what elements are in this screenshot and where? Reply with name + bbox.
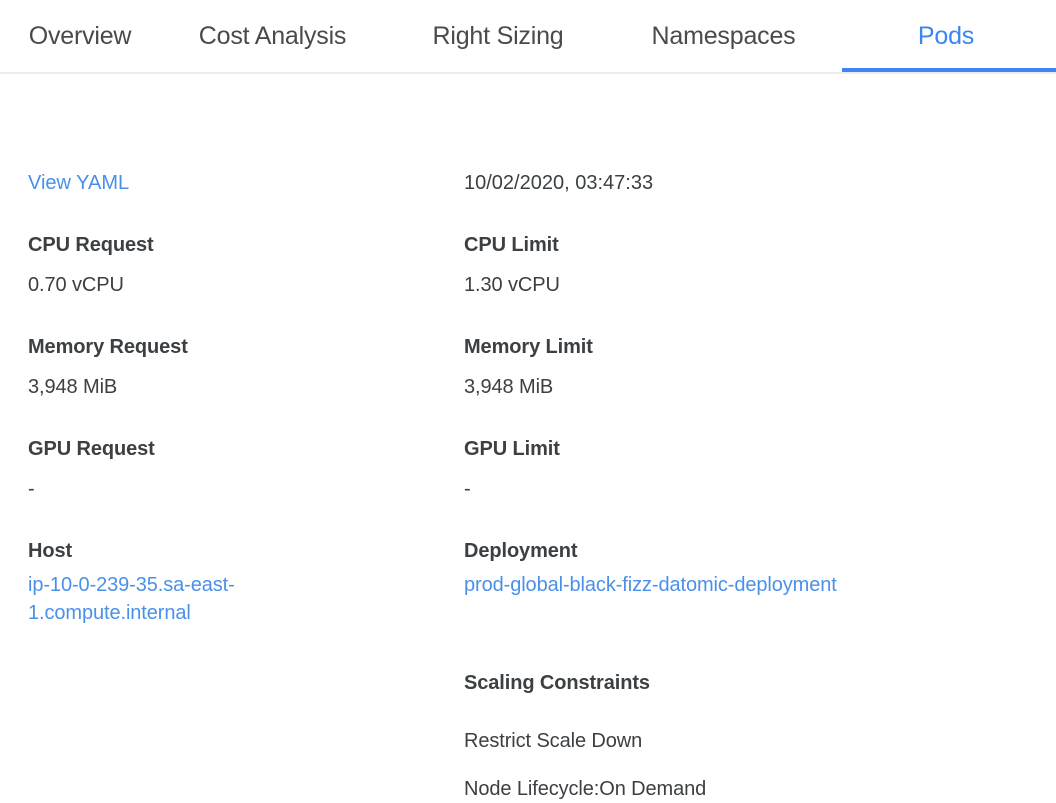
host-link[interactable]: ip-10-0-239-35.sa-east-1.compute.interna… — [28, 574, 235, 624]
gpu-request-label: GPU Request — [28, 438, 155, 460]
memory-limit-value: 3,948 MiB — [464, 376, 554, 398]
deployment-link[interactable]: prod-global-black-fizz-datomic-deploymen… — [464, 574, 837, 596]
tab-bar: Overview Cost Analysis Right Sizing Name… — [0, 0, 1056, 74]
tab-cost-analysis-label: Cost Analysis — [198, 21, 347, 50]
tab-overview-label: Overview — [28, 21, 132, 50]
tab-pods[interactable]: Pods — [836, 0, 1056, 72]
tab-right-sizing[interactable]: Right Sizing — [385, 0, 611, 72]
gpu-request-value: - — [28, 478, 35, 500]
memory-request-value: 3,948 MiB — [28, 376, 118, 398]
deployment-label: Deployment — [464, 540, 578, 562]
cpu-limit-label: CPU Limit — [464, 234, 559, 256]
gpu-limit-value: - — [464, 478, 471, 500]
host-label: Host — [28, 540, 73, 562]
tab-namespaces-label: Namespaces — [651, 21, 796, 50]
cpu-request-label: CPU Request — [28, 234, 154, 256]
cpu-request-value: 0.70 vCPU — [28, 274, 124, 296]
memory-limit-label: Memory Limit — [464, 336, 593, 358]
active-tab-indicator — [842, 68, 1056, 72]
timestamp: 10/02/2020, 03:47:33 — [464, 172, 654, 194]
scaling-constraints-label: Scaling Constraints — [464, 672, 650, 694]
memory-request-label: Memory Request — [28, 336, 188, 358]
gpu-limit-label: GPU Limit — [464, 438, 560, 460]
scaling-constraint-node-lifecycle: Node Lifecycle:On Demand — [464, 778, 707, 800]
tab-list: Overview Cost Analysis Right Sizing Name… — [0, 0, 1056, 72]
view-yaml-link[interactable]: View YAML — [28, 172, 130, 194]
tab-cost-analysis[interactable]: Cost Analysis — [160, 0, 385, 72]
scaling-constraint-restrict-scale-down: Restrict Scale Down — [464, 730, 643, 752]
tab-overview[interactable]: Overview — [0, 0, 160, 72]
tab-namespaces[interactable]: Namespaces — [611, 0, 836, 72]
tab-right-sizing-label: Right Sizing — [432, 21, 564, 50]
cpu-limit-value: 1.30 vCPU — [464, 274, 560, 296]
tab-pods-label: Pods — [917, 21, 975, 50]
